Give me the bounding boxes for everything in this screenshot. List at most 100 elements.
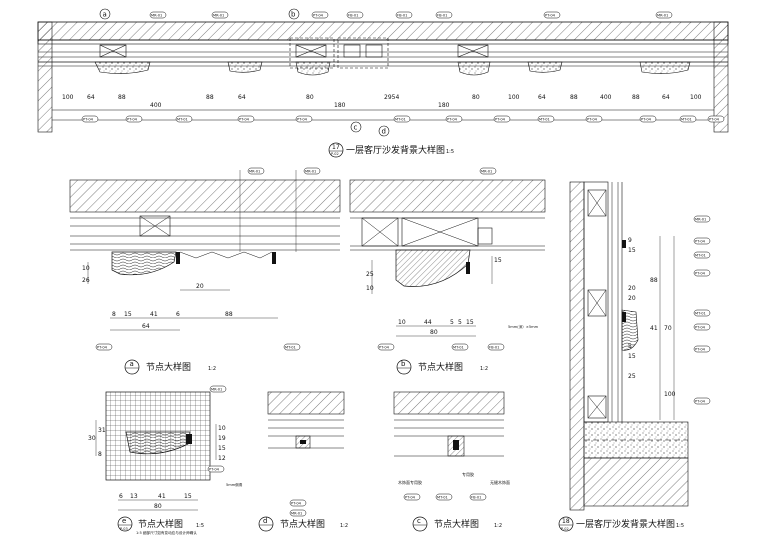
drawing-label: 41 (158, 493, 166, 500)
drawing-label: 180 (334, 102, 346, 109)
drawing-label: 64 (538, 94, 546, 101)
drawing-label: 44 (424, 319, 432, 326)
drawing-label: FB-01 (437, 14, 447, 18)
detail-a: 8 15 41 6 20 64 88 10 26 MR-01 MR-01 PT-… (69, 167, 341, 375)
drawing-label: 15 (124, 311, 132, 318)
drawing-label: MT-01 (695, 254, 706, 258)
drawing-label: 专用胶 (462, 471, 474, 477)
drawing-label: 400 (150, 102, 162, 109)
main-title-block: 17 P-02 一层客厅沙发背景大样图 1:5 (328, 142, 454, 158)
drawing-label: MT-01 (453, 346, 464, 350)
drawing-label: 80 (430, 329, 438, 336)
drawing-label: 100 (690, 94, 702, 101)
blocking-boxes (99, 37, 489, 69)
drawing-label: PT-04 (587, 118, 598, 122)
drawing-label: 8 (98, 451, 102, 458)
drawing-label: 80 (472, 94, 480, 101)
drawing-label: PT-04 (695, 326, 706, 330)
drawing-label: 1:5 (676, 523, 684, 529)
drawing-label: 1:5 (196, 523, 204, 529)
drawing-label: 15 (628, 247, 636, 254)
drawing-label: 8 (112, 311, 116, 318)
drawing-label: FB-01 (489, 346, 499, 350)
drawing-label: 88 (650, 277, 658, 284)
detail-b: 10 44 5 5 15 80 25 10 15 5mm(深）×5mm MR-0… (349, 167, 546, 375)
drawing-label: MR-01 (305, 170, 316, 174)
ceiling-hatch (37, 21, 729, 41)
drawing-label: 41 (150, 311, 158, 318)
drawing-label: 80 (154, 503, 162, 510)
drawing-label: FB-01 (397, 14, 407, 18)
drawing-label: PT-04 (127, 118, 138, 122)
drawing-label: 100 (664, 391, 676, 398)
drawing-label: d (263, 517, 267, 525)
drawing-label: 10 (366, 285, 374, 292)
detail-e: 6 13 41 15 80 30 31 8 10 19 15 12 5mm倒角 … (88, 385, 243, 535)
drawing-label: 400 (600, 94, 612, 101)
drawing-label: 13 (130, 493, 138, 500)
detail-d-title: 节点大样图 (280, 518, 325, 530)
main-top-tags (149, 11, 673, 19)
drawing-label: PT-04 (97, 346, 108, 350)
main-bottom-tag-labels: PT-04 PT-04 MT-01 PT-04 PT-04 MT-01 PT-0… (83, 118, 720, 122)
drawing-label: 10 (218, 425, 226, 432)
drawing-label: 15 (218, 445, 226, 452)
drawing-label: PT-04 (695, 272, 706, 276)
drawing-label: 木饰面专用胶 (398, 479, 422, 485)
drawing-label: MR-01 (657, 14, 668, 18)
drawing-label: 64 (87, 94, 95, 101)
drawing-label: PT-04 (379, 346, 390, 350)
drawing-label: 18 (562, 518, 570, 525)
drawing-label: 5 (458, 319, 462, 326)
drawing-label: 88 (570, 94, 578, 101)
drawing-label: 5mm(深）×5mm (508, 324, 539, 329)
drawing-label: PT-04 (405, 496, 416, 500)
drawing-label: PT-04 (297, 118, 308, 122)
drawing-label: MR-01 (249, 170, 260, 174)
drawing-label: MR-01 (211, 388, 222, 392)
detail-c-title: 节点大样图 (434, 518, 479, 530)
section-markers (99, 8, 390, 137)
drawing-label: 20 (628, 285, 636, 292)
drawing-label: 64 (238, 94, 246, 101)
drawing-label: PT-04 (641, 118, 652, 122)
drawing-label: 26 (82, 277, 90, 284)
drawing-label: 31 (98, 427, 106, 434)
cornice-blocks (94, 61, 691, 76)
drawing-label: 15 (466, 319, 474, 326)
marker-b: b (291, 11, 296, 19)
main-title: 一层客厅沙发背景大样图 (346, 144, 445, 156)
drawing-label: MR-01 (481, 170, 492, 174)
drawing-label: 25 (366, 271, 374, 278)
drawing-label: 180 (438, 102, 450, 109)
drawing-label: 10 (398, 319, 406, 326)
detail-c: 木饰面专用胶 专用胶 无缝木饰面 PT-04 MT-01 FB-01 c 节点大… (393, 391, 510, 532)
drawing-label: MR-01 (695, 218, 706, 222)
main-bottom-tags (81, 115, 725, 123)
drawing-label: 无缝木饰面 (490, 479, 510, 485)
drawing-label: 17 (332, 144, 340, 151)
drawing-label: b (401, 360, 406, 368)
drawing-label: FB-01 (348, 14, 358, 18)
drawing-label: 88 (118, 94, 126, 101)
drawing-label: MT-01 (285, 346, 296, 350)
drawing-label: PT-04 (239, 118, 250, 122)
drawing-label: MT-01 (539, 118, 550, 122)
drawing-label: PT-04 (291, 502, 302, 506)
marker-d: d (382, 128, 386, 136)
drawing-label: P-03 (120, 527, 128, 531)
drawing-label: PT-04 (709, 118, 720, 122)
drawing-label: 88 (632, 94, 640, 101)
main-top-tag-labels: MR-01 MR-01 PT-04 FB-01 FB-01 FB-01 PT-0… (151, 14, 668, 18)
drawing-label: 80 (306, 94, 314, 101)
detail-18: 9 15 88 20 20 41 70 5 15 25 100 MR-01 PT… (558, 181, 711, 532)
main-dimension-labels: 100 64 88 400 88 64 80 180 2954 180 80 1… (62, 94, 702, 109)
drawing-label: 15 (494, 257, 502, 264)
drawing-label: c (417, 517, 421, 525)
drawing-label: MT-01 (177, 118, 188, 122)
drawing-label: 2954 (384, 94, 399, 101)
drawing-label: P-02 (561, 527, 569, 531)
drawing-label: 70 (664, 325, 672, 332)
